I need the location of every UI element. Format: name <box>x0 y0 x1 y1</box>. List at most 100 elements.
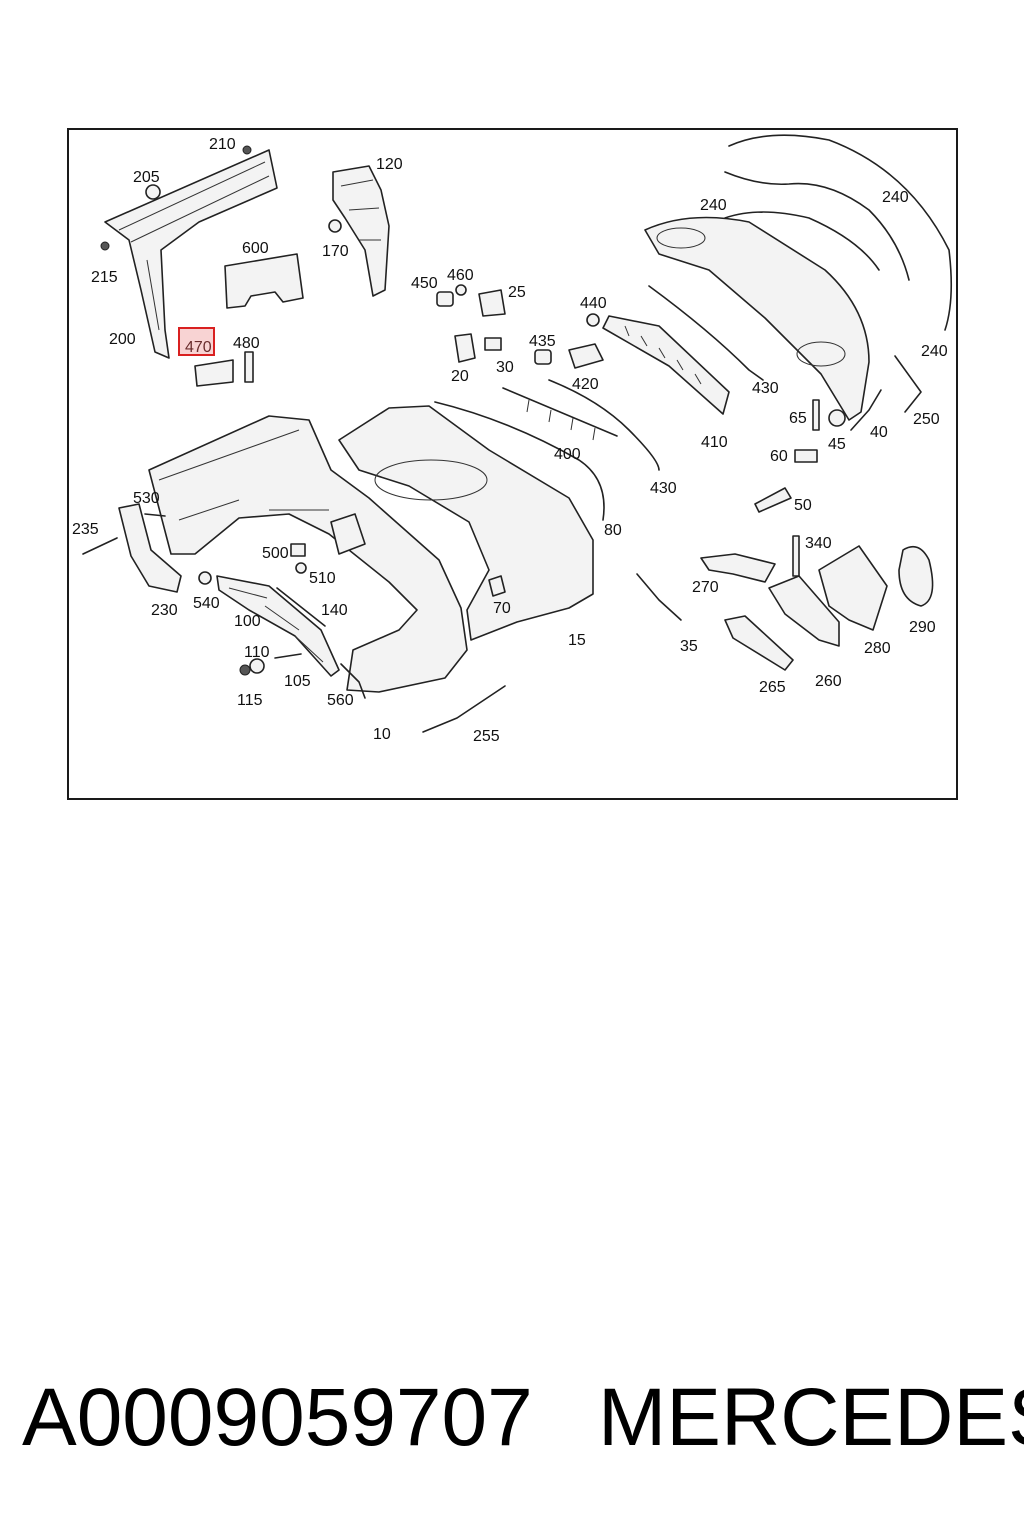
label-240-c: 240 <box>921 343 948 360</box>
label-410: 410 <box>701 434 728 451</box>
label-100: 100 <box>234 613 261 630</box>
part-number-caption: A0009059707 <box>22 1372 533 1463</box>
label-170: 170 <box>322 243 349 260</box>
label-460: 460 <box>447 267 474 284</box>
part-210-screw <box>242 145 252 155</box>
label-430-b: 430 <box>650 480 677 497</box>
part-600-pad <box>224 253 304 309</box>
label-340: 340 <box>805 535 832 552</box>
part-280-housing <box>818 545 888 631</box>
part-240-trim-3 <box>724 211 880 271</box>
part-420-module <box>568 343 604 369</box>
part-205-clip <box>145 184 161 200</box>
label-105: 105 <box>284 673 311 690</box>
part-530-bolt <box>144 513 166 517</box>
part-65-bolt <box>812 399 820 431</box>
part-60-clip <box>794 449 818 463</box>
label-250: 250 <box>913 411 940 428</box>
part-bumper-bracket <box>330 513 366 555</box>
label-65: 65 <box>789 410 807 427</box>
label-270: 270 <box>692 579 719 596</box>
part-290-ring <box>898 545 934 607</box>
label-600: 600 <box>242 240 269 257</box>
part-200-bracket <box>104 149 278 359</box>
part-15-bumper-side <box>338 405 594 641</box>
label-560: 560 <box>327 692 354 709</box>
part-80-trim <box>434 401 605 521</box>
label-255: 255 <box>473 728 500 745</box>
part-235-rod <box>82 537 118 555</box>
part-10-bumper-cover <box>148 415 468 693</box>
part-35-strip <box>636 573 682 621</box>
label-60: 60 <box>770 448 788 465</box>
part-105-screw <box>274 653 302 659</box>
part-40-trim <box>850 389 882 431</box>
part-170-clip <box>328 219 342 233</box>
label-400: 400 <box>554 446 581 463</box>
label-280: 280 <box>864 640 891 657</box>
part-510-screw <box>295 562 307 574</box>
part-255-trim <box>422 685 506 733</box>
label-510: 510 <box>309 570 336 587</box>
part-470-cover <box>194 359 234 387</box>
part-50-bracket <box>754 487 792 513</box>
part-100-absorber <box>216 575 340 677</box>
part-460-ring <box>455 284 467 296</box>
part-250-strip <box>894 355 922 413</box>
label-210: 210 <box>209 136 236 153</box>
part-470-highlight <box>178 327 215 356</box>
label-240-b: 240 <box>882 189 909 206</box>
part-25-holder <box>478 289 506 317</box>
label-240-a: 240 <box>700 197 727 214</box>
label-440: 440 <box>580 295 607 312</box>
label-50: 50 <box>794 497 812 514</box>
part-120-bracket <box>332 165 390 297</box>
label-530: 530 <box>133 490 160 507</box>
part-70-sensor <box>488 575 506 597</box>
part-230-bracket <box>118 503 182 593</box>
label-30: 30 <box>496 359 514 376</box>
label-80: 80 <box>604 522 622 539</box>
part-430-cable-lower <box>548 379 660 471</box>
part-265-cover <box>724 615 794 671</box>
part-215-screw <box>100 241 110 251</box>
part-340-bolt <box>792 535 800 577</box>
part-115-nut <box>239 664 251 676</box>
part-435-sensor <box>534 349 552 365</box>
label-40: 40 <box>870 424 888 441</box>
label-430-a: 430 <box>752 380 779 397</box>
part-110-washer <box>249 658 265 674</box>
label-500: 500 <box>262 545 289 562</box>
part-400-harness <box>502 387 618 441</box>
part-430-cable-upper <box>648 285 764 381</box>
part-240-trim-2 <box>724 171 910 281</box>
label-110: 110 <box>244 644 270 661</box>
label-260: 260 <box>815 673 842 690</box>
label-265: 265 <box>759 679 786 696</box>
label-45: 45 <box>828 436 846 453</box>
part-440-clip <box>586 313 600 327</box>
label-70: 70 <box>493 600 511 617</box>
label-235: 235 <box>72 521 99 538</box>
label-25: 25 <box>508 284 526 301</box>
label-200: 200 <box>109 331 136 348</box>
part-540-screw <box>198 571 212 585</box>
label-215: 215 <box>91 269 118 286</box>
parts-diagram-frame: 10 15 20 25 30 35 40 45 50 60 65 70 80 1… <box>67 128 958 800</box>
label-480: 480 <box>233 335 260 352</box>
label-20: 20 <box>451 368 469 385</box>
part-diffuser-panel <box>644 216 870 421</box>
label-10: 10 <box>373 726 391 743</box>
part-30-clip <box>484 337 502 351</box>
part-240-trim-1 <box>728 134 953 331</box>
label-15: 15 <box>568 632 586 649</box>
label-290: 290 <box>909 619 936 636</box>
label-470: 470 <box>185 339 212 356</box>
label-420: 420 <box>572 376 599 393</box>
label-205: 205 <box>133 169 160 186</box>
label-35: 35 <box>680 638 698 655</box>
label-120: 120 <box>376 156 403 173</box>
part-45-nut <box>828 409 846 427</box>
part-450-sensor <box>436 291 454 307</box>
part-20-holder <box>454 333 476 363</box>
